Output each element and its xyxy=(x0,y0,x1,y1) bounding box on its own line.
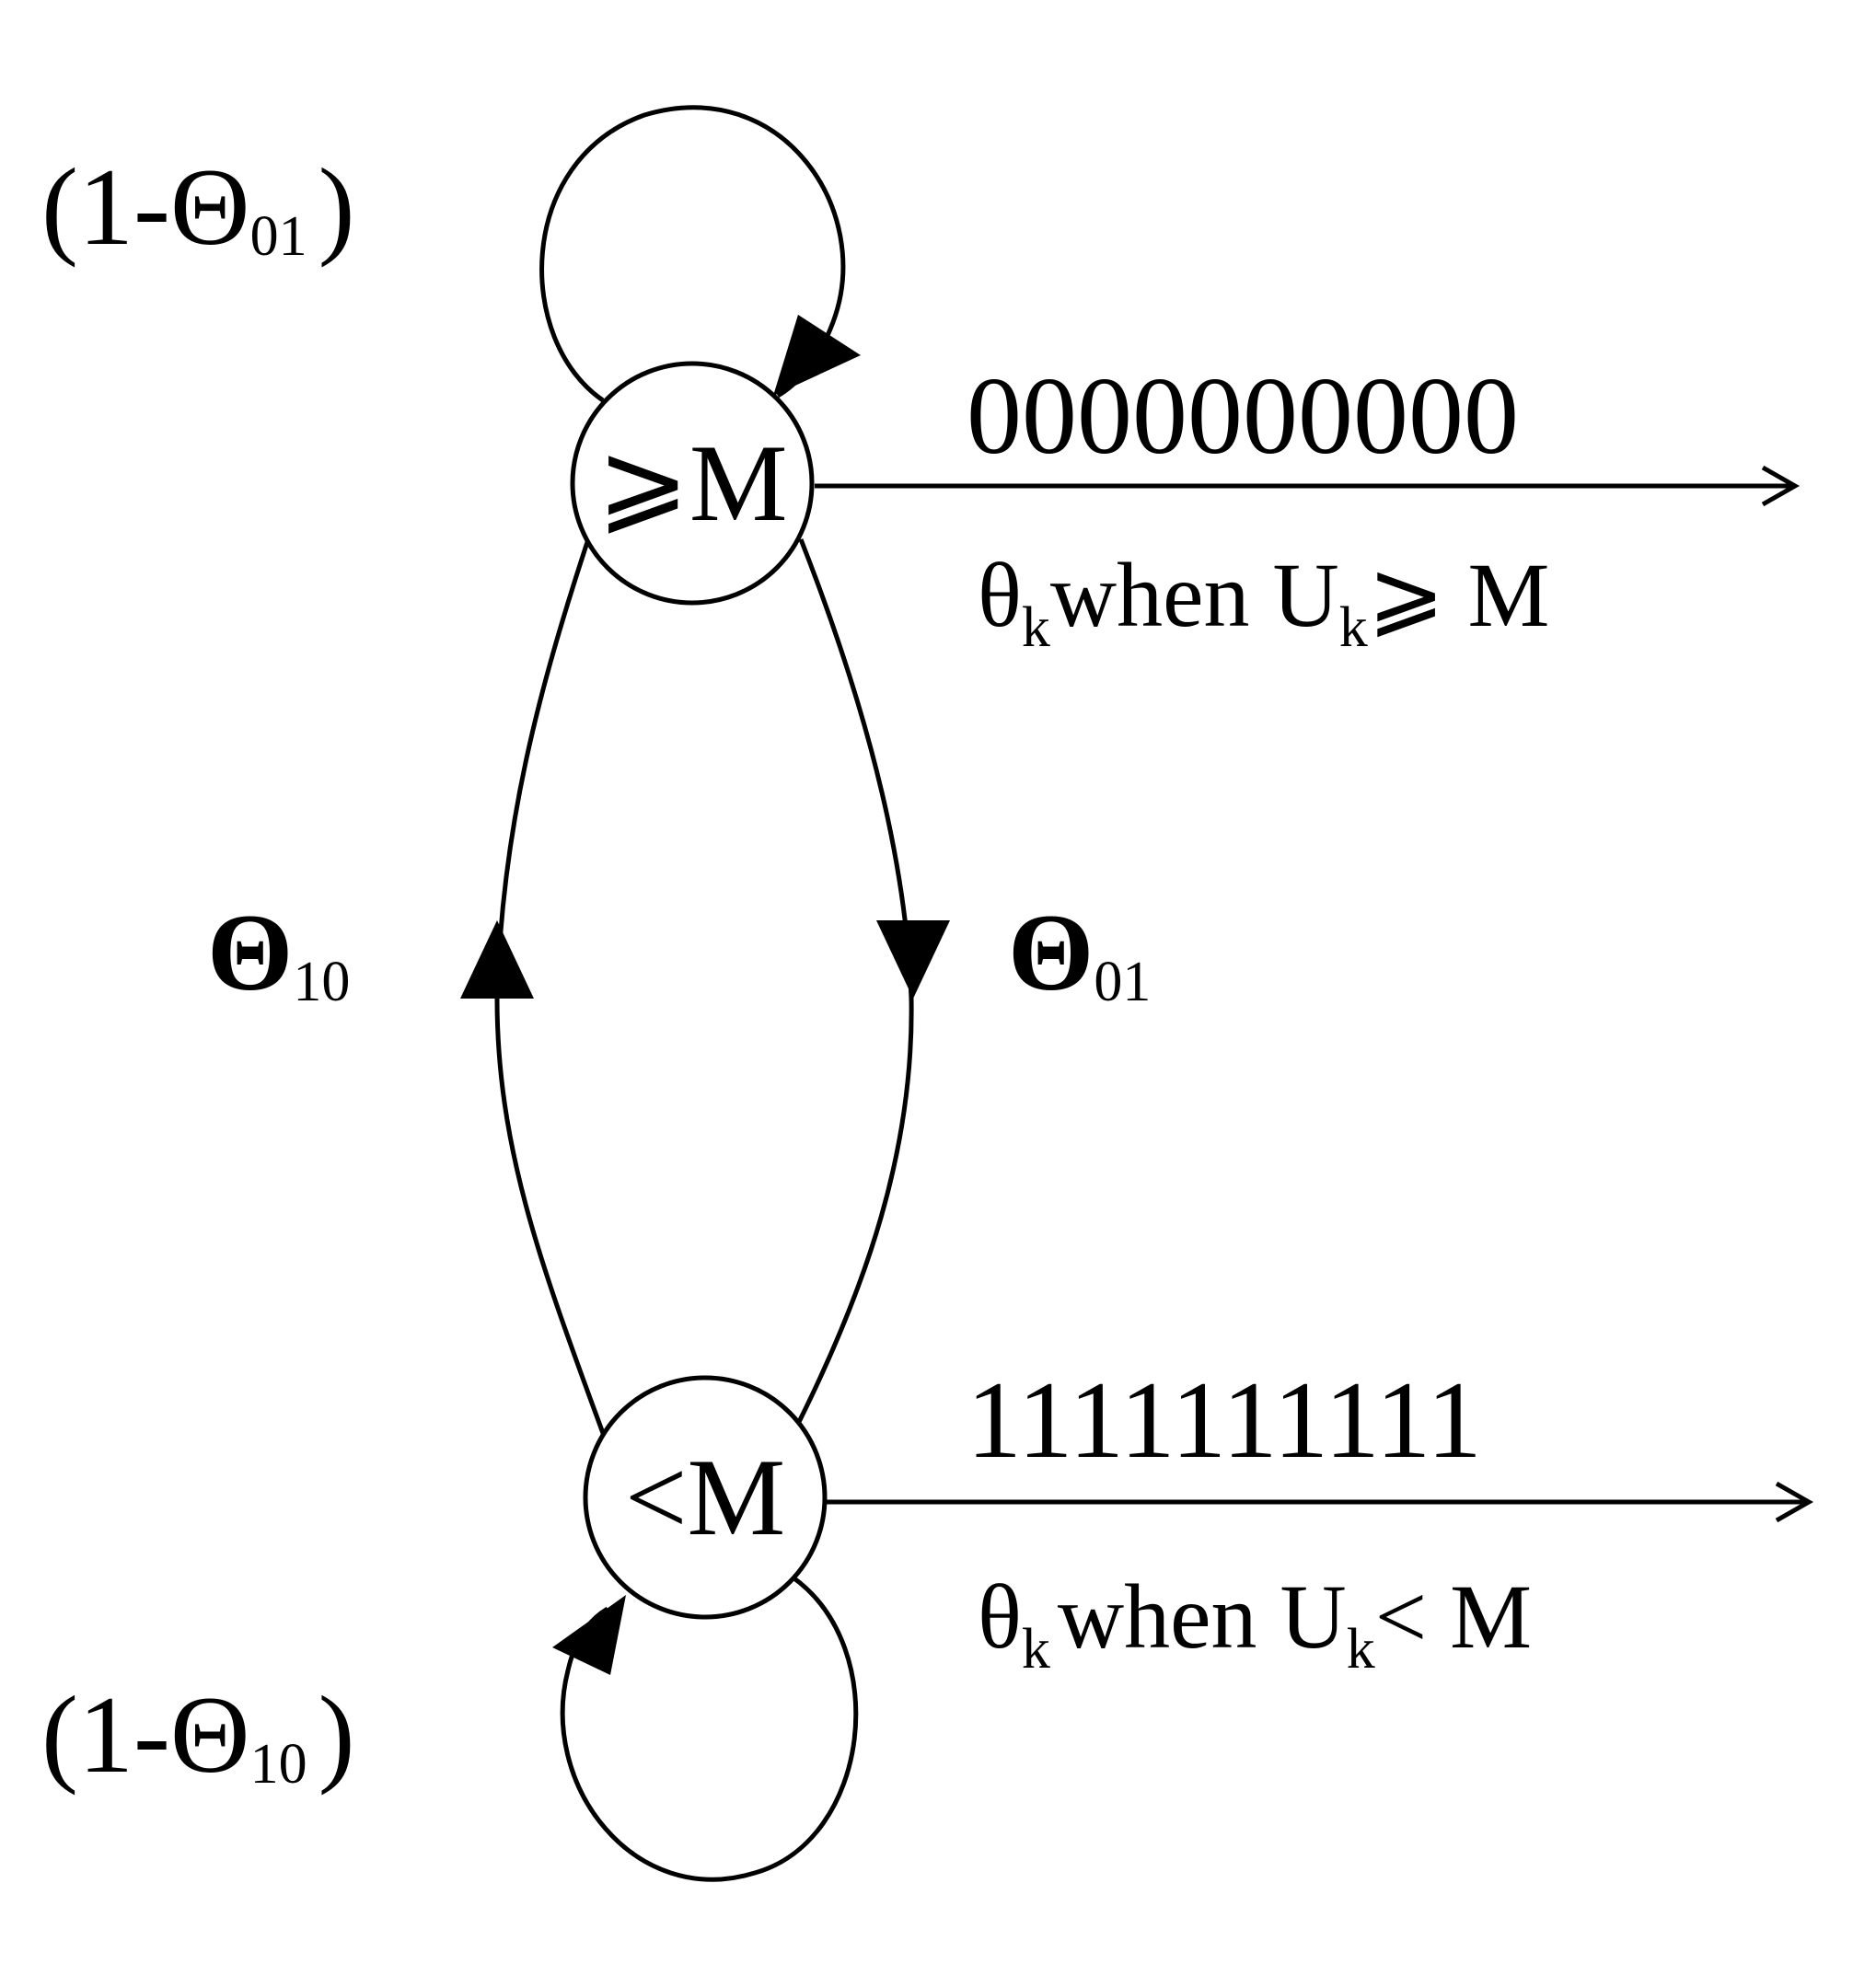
output-arrowhead-high xyxy=(1761,465,1801,507)
self-loop-low xyxy=(560,1574,859,1882)
self-loop-label-low: (1-Θ10) xyxy=(41,1673,355,1796)
output-condition-high-when: when U xyxy=(1050,544,1339,646)
transition-label-high-to-low-sub: 01 xyxy=(1094,951,1151,1013)
output-condition-low-cond: < M xyxy=(1375,1565,1532,1668)
transition-label-high-to-low: Θ01 xyxy=(1008,891,1151,1013)
output-condition-low-u-sub: k xyxy=(1347,1618,1375,1681)
output-arrowhead-low xyxy=(1775,1481,1814,1523)
state-node-low xyxy=(583,1375,828,1620)
transition-label-high-to-low-symbol: Θ xyxy=(1008,891,1094,1013)
output-condition-high: θkwhen Uk⩾ M xyxy=(978,544,1549,659)
output-condition-high-theta: θ xyxy=(978,544,1022,646)
self-loop-label-high-sub: 01 xyxy=(250,205,307,268)
output-condition-low-when: when U xyxy=(1058,1565,1347,1668)
self-loop-label-high: (1-Θ01) xyxy=(41,145,355,268)
output-condition-low-theta-sub: k xyxy=(1022,1618,1050,1681)
transition-label-low-to-high-symbol: Θ xyxy=(207,891,293,1013)
self-loop-label-high-suffix: ) xyxy=(318,145,355,268)
transition-label-low-to-high: Θ10 xyxy=(207,891,350,1013)
arrowhead-high-to-low xyxy=(876,920,950,999)
transition-label-low-to-high-sub: 10 xyxy=(293,951,350,1013)
self-loop-label-high-prefix: (1-Θ xyxy=(41,145,250,268)
arrowhead-low-to-high xyxy=(460,920,534,999)
self-loop-label-low-sub: 10 xyxy=(250,1733,307,1796)
self-loop-label-low-suffix: ) xyxy=(318,1673,355,1796)
arrowhead-self-loop-high xyxy=(773,315,861,396)
output-condition-high-cond: ⩾ M xyxy=(1368,544,1550,646)
arrowhead-self-loop-low xyxy=(552,1595,626,1675)
edge-high-to-low xyxy=(796,538,914,1424)
output-condition-low: θkwhen Uk< M xyxy=(978,1565,1532,1681)
output-sequence-low: 1111111111 xyxy=(967,1358,1482,1481)
output-sequence-high: 0000000000 xyxy=(967,354,1519,477)
output-condition-high-theta-sub: k xyxy=(1022,596,1050,659)
output-condition-high-u-sub: k xyxy=(1339,596,1368,659)
state-node-high xyxy=(570,361,815,606)
state-label-low: <M xyxy=(625,1436,785,1558)
output-condition-low-theta: θ xyxy=(978,1565,1022,1668)
state-label-high: ⩾M xyxy=(596,422,787,544)
self-loop-label-low-prefix: (1-Θ xyxy=(41,1673,250,1796)
